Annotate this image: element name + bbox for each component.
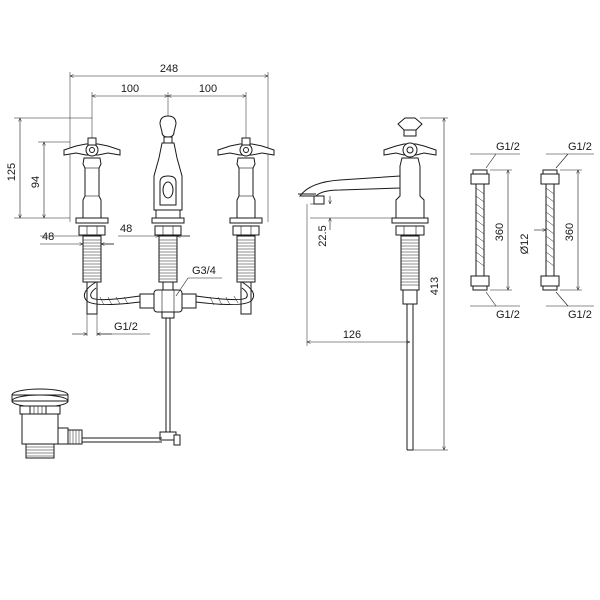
side-body — [391, 157, 429, 451]
side-handle — [383, 117, 437, 158]
dim-label-413: 413 — [429, 277, 441, 295]
dim-handle-shank-width: 48 — [40, 231, 114, 244]
center-spout-body — [151, 115, 185, 293]
pop-up-waste — [11, 388, 83, 459]
dim-body-height: 94 — [30, 142, 44, 218]
dim-tap-thread: G1/2 — [72, 321, 150, 334]
dim-label-hose-b-bottom: G1/2 — [568, 309, 592, 321]
dim-handle-height: 125 — [6, 118, 20, 218]
dim-label-hose-a-top: G1/2 — [496, 141, 520, 153]
dim-label-22-5: 22.5 — [317, 225, 329, 246]
dim-spout-shank-width: 48 — [118, 223, 190, 236]
side-view: 22.5 126 413 — [298, 118, 448, 450]
tee-connector — [139, 289, 197, 319]
pop-up-waste-rod — [80, 318, 181, 446]
dim-spout-projection: 126 — [307, 329, 410, 342]
dim-label-48-left: 48 — [42, 231, 54, 243]
right-cross-handle-tap — [217, 137, 275, 315]
dim-label-hose-a-bottom: G1/2 — [496, 309, 520, 321]
dim-label-100-left: 100 — [121, 83, 139, 95]
dim-label-g34: G3/4 — [192, 265, 216, 277]
dim-label-100-right: 100 — [199, 83, 217, 95]
left-cross-handle-tap — [63, 137, 121, 315]
right-shank-thread — [237, 239, 255, 280]
dim-label-hose-b-length: 360 — [564, 223, 576, 241]
center-shank-thread — [159, 239, 177, 280]
left-shank-thread — [83, 239, 101, 280]
dim-label-g12-front: G1/2 — [114, 321, 138, 333]
label-tee-thread: G3/4 — [175, 265, 222, 297]
hose-detail-a: G1/2 360 G1/2 — [470, 141, 520, 321]
dim-label-hose-b-diameter: Ø12 — [519, 234, 531, 255]
dim-total-height: 413 — [429, 118, 444, 450]
dim-label-248: 248 — [160, 63, 178, 75]
front-view: 248 100 100 125 94 — [6, 63, 275, 459]
dim-spout-drop: 22.5 — [317, 196, 330, 247]
dim-label-48-center: 48 — [120, 223, 132, 235]
flexible-hose-connectors — [83, 281, 255, 306]
dim-label-126: 126 — [343, 329, 361, 341]
dim-overall-width: 248 — [70, 63, 268, 76]
dim-spacing-right: 100 — [168, 83, 246, 96]
dim-label-125: 125 — [6, 163, 18, 181]
hose-detail-b: G1/2 Ø12 360 G1/2 — [519, 141, 594, 321]
side-shank-thread — [401, 239, 419, 286]
dim-spacing-left: 100 — [92, 83, 168, 96]
dim-label-hose-b-top: G1/2 — [568, 141, 592, 153]
dim-label-94: 94 — [30, 176, 42, 188]
side-spout — [298, 175, 401, 205]
dim-label-hose-a-length: 360 — [494, 223, 506, 241]
